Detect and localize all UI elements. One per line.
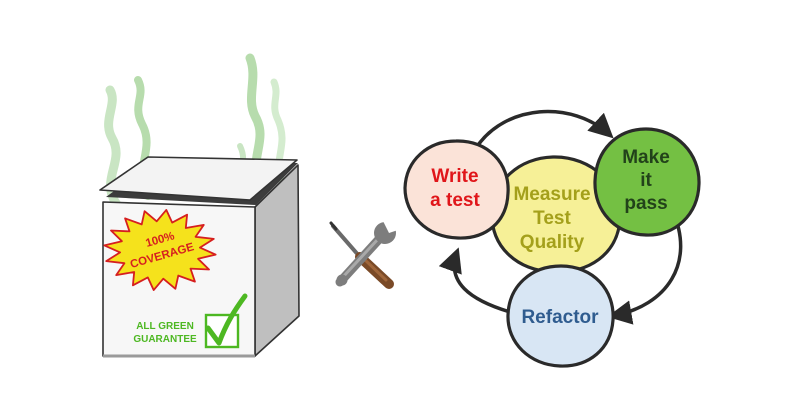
all-green-guarantee: ALL GREEN GUARANTEE (133, 293, 248, 349)
measure-label-line1: Measure (513, 184, 590, 205)
make-label-line1: Make (622, 147, 670, 168)
measure-label-line3: Quality (520, 232, 585, 253)
refactor-label: Refactor (521, 307, 599, 328)
coverage-burst-shape (103, 208, 217, 292)
make-label-line3: pass (624, 193, 667, 214)
arrow-refactor-to-write (438, 247, 512, 314)
make-circle (593, 127, 701, 237)
guarantee-label-line2: GUARANTEE (133, 334, 197, 345)
wrench-screwdriver-icon (329, 216, 401, 289)
arrow-write-to-make (474, 109, 614, 150)
cycle-arrow-icon (438, 109, 683, 325)
guarantee-label-line1: ALL GREEN (136, 321, 194, 332)
coverage-burst: 100% COVERAGE (103, 208, 217, 292)
write-circle (403, 139, 510, 240)
cycle-node-refactor (506, 264, 615, 368)
box-lid (99, 156, 298, 201)
measure-label-line2: Test (533, 208, 571, 229)
cycle-node-write (403, 139, 510, 240)
make-label-line2: it (640, 170, 652, 191)
checkmark-icon (205, 293, 248, 346)
write-label-line1: Write (431, 166, 478, 187)
write-label-line2: a test (430, 190, 480, 211)
arrow-make-to-refactor (607, 210, 683, 325)
cycle-node-make (593, 127, 701, 237)
refactor-circle (506, 264, 615, 368)
